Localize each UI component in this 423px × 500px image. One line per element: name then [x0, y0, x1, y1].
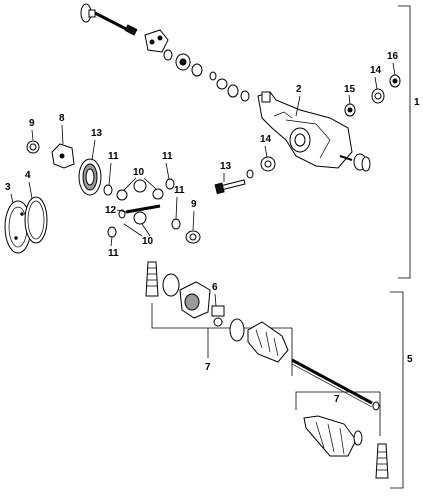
svg-text:14: 14 [260, 134, 272, 145]
callout-10-lower: 10 [123, 223, 154, 247]
callout-7-lower: 7 [334, 394, 340, 405]
tripod-6 [211, 305, 225, 327]
svg-text:7: 7 [334, 394, 340, 405]
callout-13-left: 13 [91, 128, 103, 161]
svg-text:13: 13 [220, 161, 232, 172]
svg-text:14: 14 [370, 65, 382, 76]
gasket [24, 196, 48, 244]
callout-11-b: 11 [162, 151, 173, 180]
axle-shaft-bar [291, 358, 380, 411]
svg-text:4: 4 [25, 170, 31, 181]
callout-11-a: 11 [108, 151, 119, 186]
svg-text:7: 7 [205, 362, 211, 373]
inner-boot [247, 321, 289, 363]
pinion-flange-8 [51, 143, 75, 169]
callout-10-upper: 10 [123, 167, 157, 191]
svg-text:11: 11 [174, 185, 185, 196]
svg-text:15: 15 [344, 84, 356, 95]
boot-clamp-right [375, 443, 389, 479]
shim-row-top [163, 49, 250, 102]
differential-housing [257, 91, 353, 169]
callout-4: 4 [25, 170, 33, 199]
group-7-bracket-lower [295, 391, 381, 436]
callout-5: 5 [407, 354, 413, 365]
callout-14-top: 14 [370, 65, 382, 90]
svg-text:11: 11 [108, 151, 119, 162]
svg-text:8: 8 [59, 113, 65, 124]
outer-boot [303, 415, 357, 457]
ring-gear-13 [78, 158, 102, 196]
inner-cv-housing [179, 281, 211, 319]
bolt-13-right [214, 179, 246, 195]
cross-shaft-12 [118, 204, 161, 219]
small-washer-right [246, 169, 254, 179]
svg-text:6: 6 [212, 282, 218, 293]
callout-13-right: 13 [220, 161, 232, 182]
svg-text:9: 9 [191, 199, 197, 210]
svg-text:1: 1 [414, 97, 420, 108]
svg-text:3: 3 [5, 182, 11, 193]
callout-9-left: 9 [29, 118, 35, 141]
callout-14-right: 14 [260, 134, 272, 158]
callout-9-lower: 9 [191, 199, 197, 231]
svg-text:16: 16 [387, 51, 399, 62]
callout-12: 12 [105, 205, 127, 216]
group-1-bracket [398, 5, 411, 279]
output-flange-right [339, 153, 371, 172]
seal-9-lower [185, 230, 201, 244]
svg-text:9: 9 [29, 118, 35, 129]
svg-text:12: 12 [105, 205, 117, 216]
callout-6: 6 [212, 282, 218, 307]
callout-16: 16 [387, 51, 399, 76]
boot-clamp-left [145, 261, 159, 297]
svg-text:11: 11 [162, 151, 173, 162]
svg-text:11: 11 [108, 248, 119, 259]
callout-2: 2 [295, 84, 302, 117]
seal-14-top [371, 88, 385, 104]
svg-text:5: 5 [407, 354, 413, 365]
inner-ring [162, 273, 180, 297]
group-5-bracket [390, 291, 404, 489]
callout-3: 3 [5, 182, 14, 204]
seal-14-right [260, 156, 276, 172]
callout-7-upper: 7 [205, 328, 211, 373]
spider-gears-10 [116, 179, 164, 225]
plug-15 [344, 103, 356, 117]
washer-16 [389, 74, 401, 88]
group-7-bracket-upper [151, 303, 293, 376]
outer-clamp [353, 430, 363, 446]
svg-text:10: 10 [133, 167, 145, 178]
seal-9-left [26, 140, 40, 154]
snap-ring [229, 318, 245, 342]
axle-shaft-top [80, 3, 138, 36]
callout-11-d: 11 [108, 236, 119, 259]
callout-15: 15 [344, 84, 356, 105]
callout-11-c: 11 [174, 185, 185, 220]
callout-8: 8 [59, 113, 65, 145]
svg-text:10: 10 [142, 236, 154, 247]
callout-1: 1 [414, 97, 420, 108]
bearing-cap-top [144, 29, 169, 53]
svg-text:2: 2 [296, 84, 302, 95]
svg-text:13: 13 [91, 128, 103, 139]
